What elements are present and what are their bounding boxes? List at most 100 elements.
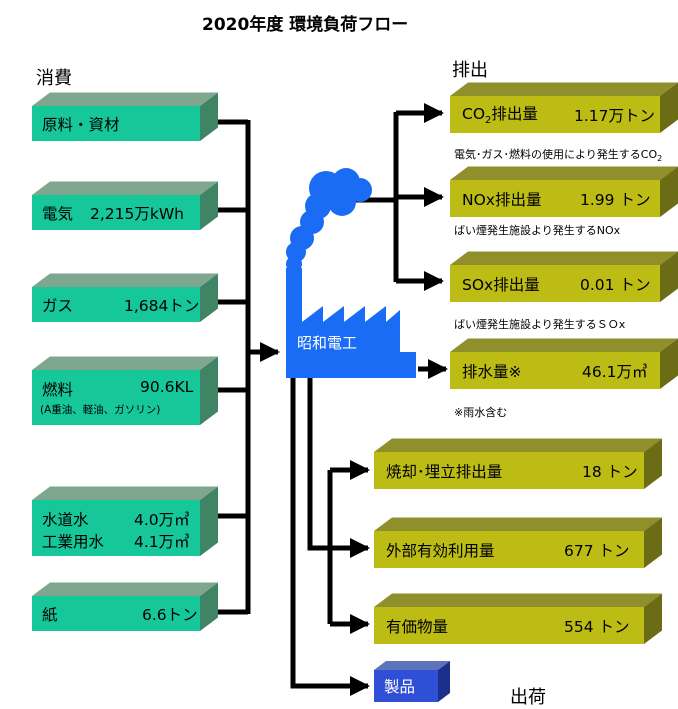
emission-co2-box-front-face (450, 96, 660, 133)
input-electricity-box-front-face (32, 195, 200, 230)
smoke-icon (286, 168, 372, 272)
box-shapes (32, 82, 678, 702)
input-paper-value: 6.6トン (142, 605, 198, 624)
emission-wastewater-box-top-face (450, 338, 678, 352)
input-water-box-top-face (32, 486, 218, 500)
input-water-box-side-face (200, 486, 218, 556)
input-tap-water-label: 水道水 (42, 511, 89, 529)
input-fuel-box: 燃料 90.6KL (A重油、軽油、ガソリン) (32, 370, 200, 425)
waste-incineration-box-side-face (644, 438, 662, 489)
emission-nox-note: ばい煙発生施設より発生するNOx (454, 224, 621, 237)
emission-nox-box-front-face (450, 180, 660, 217)
emission-co2-value: 1.17万トン (574, 106, 656, 125)
input-fuel-value: 90.6KL (140, 378, 194, 396)
emission-co2-box: CO2排出量 1.17万トン (450, 96, 660, 133)
input-gas-box-top-face (32, 273, 218, 287)
input-gas-box-front-face (32, 287, 200, 322)
waste-external-use-box: 外部有効利用量 677 トン (374, 531, 644, 568)
emission-wastewater-box-side-face (660, 338, 678, 389)
input-gas-box-side-face (200, 273, 218, 322)
waste-incineration-value: 18 トン (582, 462, 638, 481)
emission-heading: 排出 (452, 60, 488, 81)
emission-wastewater-box: 排水量※ 46.1万㎥ (450, 352, 660, 389)
consumption-heading: 消費 (36, 68, 72, 89)
product-box-top-face (374, 661, 450, 670)
emission-co2-box-side-face (660, 82, 678, 133)
waste-incineration-box-top-face (374, 438, 662, 452)
emission-sox-value: 0.01 トン (580, 275, 651, 294)
input-fuel-sub: (A重油、軽油、ガソリン) (40, 404, 161, 416)
emission-nox-box-side-face (660, 166, 678, 217)
input-electricity-box-top-face (32, 181, 218, 195)
product-label: 製品 (384, 678, 416, 696)
waste-external-use-box-front-face (374, 531, 644, 568)
emission-sox-box-top-face (450, 251, 678, 265)
emission-wastewater-note: ※雨水含む (454, 406, 508, 419)
input-raw-label: 原料・資材 (42, 115, 120, 134)
waste-trunk-line (307, 378, 328, 551)
flow-connectors (218, 103, 448, 696)
input-fuel-box-side-face (200, 356, 218, 425)
arrow-product (290, 378, 370, 696)
input-paper-box: 紙 6.6トン (32, 596, 200, 631)
waste-external-use-box-side-face (644, 517, 662, 568)
product-box-front-face (374, 670, 438, 702)
input-electricity-box-side-face (200, 181, 218, 230)
emission-co2-box-top-face (450, 82, 678, 96)
emission-sox-note: ばい煙発生施設より発生するＳＯx (454, 318, 626, 331)
waste-external-use-label: 外部有効利用量 (386, 541, 495, 560)
input-paper-box-front-face (32, 596, 200, 631)
input-paper-box-side-face (200, 582, 218, 631)
input-raw-materials-box-front-face (32, 106, 200, 141)
input-raw-materials-box-top-face (32, 92, 218, 106)
factory-label: 昭和電工 (297, 334, 358, 352)
emission-sox-box: SOx排出量 0.01 トン (450, 265, 660, 302)
input-industrial-water-value: 4.1万㎥ (134, 533, 190, 551)
input-industrial-water-label: 工業用水 (42, 533, 105, 551)
emission-nox-label: NOx排出量 (462, 190, 542, 209)
waste-valuables-box-side-face (644, 593, 662, 644)
emission-nox-box-top-face (450, 166, 678, 180)
input-fuel-label: 燃料 (42, 381, 74, 399)
input-tap-water-value: 4.0万㎥ (134, 511, 190, 529)
waste-valuables-box: 有価物量 554 トン (374, 607, 644, 644)
input-water-box-front-face (32, 500, 200, 556)
product-box-side-face (438, 661, 450, 702)
input-fuel-box-front-face (32, 370, 200, 425)
emission-sox-label: SOx排出量 (462, 275, 540, 294)
emission-nox-box: NOx排出量 1.99 トン (450, 180, 660, 217)
waste-external-use-value: 677 トン (564, 541, 630, 560)
input-electricity-value: 2,215万kWh (90, 204, 184, 223)
shipping-heading: 出荷 (510, 687, 546, 708)
waste-valuables-box-front-face (374, 607, 644, 644)
waste-incineration-box-front-face (374, 452, 644, 489)
emission-co2-label: CO2排出量 (462, 105, 538, 127)
input-paper-box-top-face (32, 582, 218, 596)
emission-nox-value: 1.99 トン (580, 190, 651, 209)
page-title: 2020年度 環境負荷フロー (202, 15, 409, 35)
input-water-box: 水道水 4.0万㎥ 工業用水 4.1万㎥ (32, 500, 200, 556)
input-gas-box: ガス 1,684トン (32, 287, 200, 322)
waste-valuables-box-top-face (374, 593, 662, 607)
factory-icon (286, 168, 416, 378)
input-electricity-box: 電気 2,215万kWh (32, 195, 200, 230)
input-paper-label: 紙 (42, 605, 58, 624)
emission-sox-box-front-face (450, 265, 660, 302)
product-box: 製品 (374, 670, 438, 702)
waste-external-use-box-top-face (374, 517, 662, 531)
emission-co2-note: 電気･ガス･燃料の使用により発生するCO2 (454, 148, 663, 164)
emission-wastewater-value: 46.1万㎥ (582, 362, 648, 381)
input-raw-materials-box: 原料・資材 (32, 106, 200, 141)
input-gas-value: 1,684トン (124, 296, 200, 315)
emission-wastewater-label: 排水量※ (462, 362, 522, 381)
emission-sox-box-side-face (660, 251, 678, 302)
input-fuel-box-top-face (32, 356, 218, 370)
emission-wastewater-box-front-face (450, 352, 660, 389)
waste-valuables-label: 有価物量 (386, 617, 449, 636)
input-electricity-label: 電気 (42, 204, 74, 223)
input-raw-materials-box-side-face (200, 92, 218, 141)
waste-incineration-label: 焼却･埋立排出量 (386, 462, 503, 481)
waste-incineration-box: 焼却･埋立排出量 18 トン (374, 452, 644, 489)
